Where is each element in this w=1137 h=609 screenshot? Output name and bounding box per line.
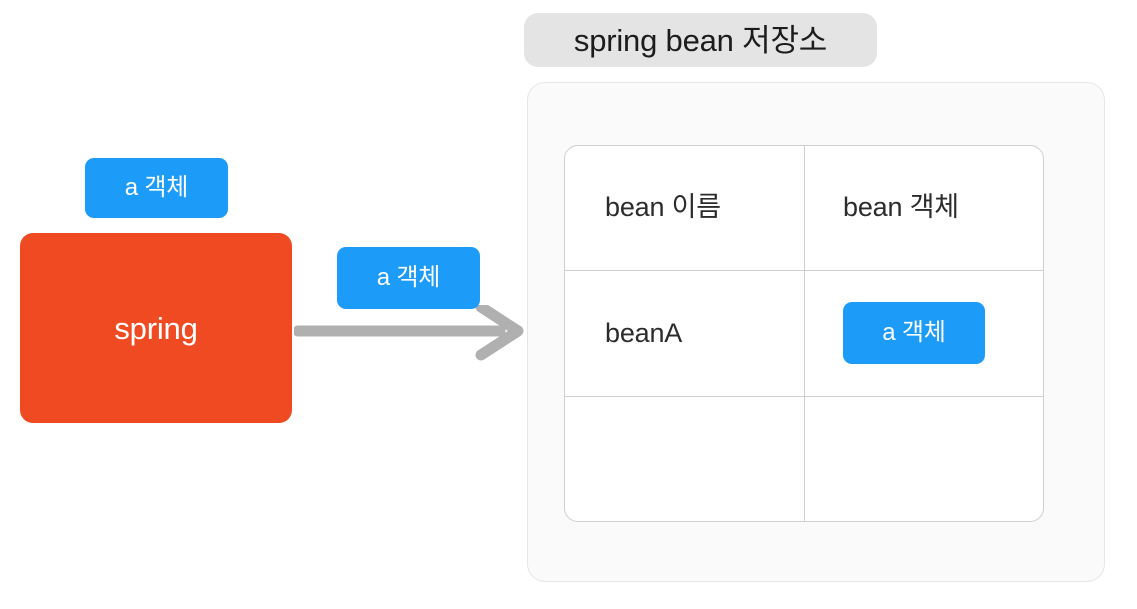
table-header-cell-bean-name: bean 이름 xyxy=(565,146,804,270)
table-cell-bean-name: beanA xyxy=(565,271,804,395)
table-cell-bean-object-empty xyxy=(804,396,1043,521)
table-header-row: bean 이름 bean 객체 xyxy=(565,146,1043,271)
table-header-label-bean-object: bean 객체 xyxy=(843,192,959,223)
table-header-label-bean-name: bean 이름 xyxy=(605,192,721,223)
table-row: beanA a 객체 xyxy=(565,270,1043,396)
spring-object-badge: a 객체 xyxy=(85,158,228,218)
transfer-object-badge: a 객체 xyxy=(337,247,480,309)
bean-object-badge: a 객체 xyxy=(843,302,985,365)
bean-name-value: beanA xyxy=(605,317,683,348)
bean-object-badge-label: a 객체 xyxy=(882,319,946,347)
table-cell-bean-name-empty xyxy=(565,397,804,521)
storage-title-chip: spring bean 저장소 xyxy=(524,13,877,67)
table-header-cell-bean-object: bean 객체 xyxy=(804,146,1043,271)
spring-container-box: spring xyxy=(20,233,292,423)
spring-container-label: spring xyxy=(114,310,198,346)
transfer-object-badge-label: a 객체 xyxy=(376,264,441,291)
right-arrow-icon xyxy=(294,305,524,361)
bean-table: bean 이름 bean 객체 beanA a 객체 xyxy=(564,145,1044,522)
table-cell-bean-object: a 객체 xyxy=(804,271,1043,396)
table-row-empty xyxy=(565,395,1043,521)
spring-object-badge-label: a 객체 xyxy=(124,174,189,201)
storage-title-text: spring bean 저장소 xyxy=(573,22,828,58)
